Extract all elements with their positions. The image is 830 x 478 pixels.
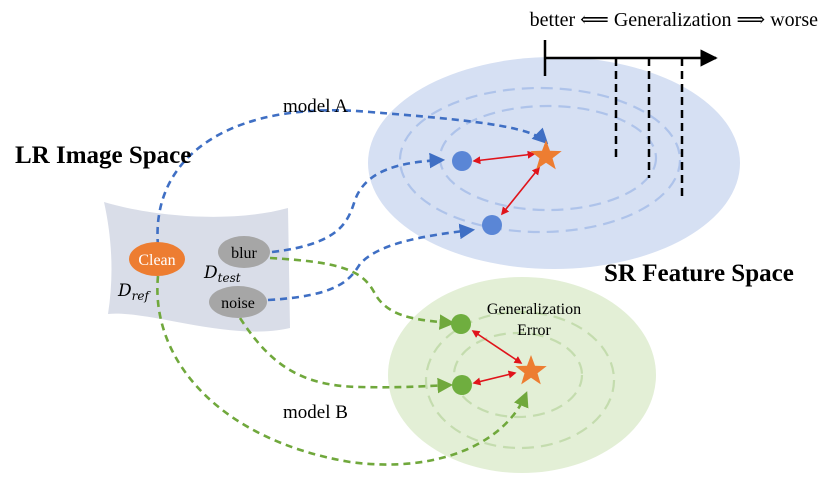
lr-image-sheet	[104, 202, 290, 332]
blue-reference-star	[530, 140, 562, 170]
green-reference-star	[515, 355, 547, 385]
model-a-paths	[156, 108, 549, 302]
clean-label: Clean	[138, 252, 175, 269]
sr-space-title: SR Feature Space	[604, 260, 794, 287]
blue-noise-feature-dot	[482, 215, 502, 235]
generalization-error-label-line2: Error	[517, 322, 551, 339]
model-b-label: model B	[283, 402, 348, 423]
clean-input: Clean	[129, 242, 185, 276]
model-a-label: model A	[283, 96, 348, 117]
generalization-error-label-line1: Generalization	[487, 301, 581, 318]
noise-label: noise	[221, 295, 255, 312]
blue-blur-feature-dot	[452, 151, 472, 171]
generalization-error-arrows	[471, 150, 541, 386]
lr-space-title: LR Image Space	[15, 142, 191, 169]
green-blur-feature-dot	[451, 314, 471, 334]
generalization-axis	[543, 40, 718, 196]
blur-input: blur	[218, 236, 270, 268]
blur-label: blur	[231, 245, 257, 262]
axis-caption: better ⟸ Generalization ⟹ worse	[530, 9, 818, 31]
d-test-symbol: Dtest	[203, 263, 241, 285]
green-noise-feature-dot	[452, 375, 472, 395]
d-ref-symbol: Dref	[117, 281, 151, 303]
model-b-paths	[156, 256, 529, 466]
noise-input: noise	[209, 286, 267, 318]
